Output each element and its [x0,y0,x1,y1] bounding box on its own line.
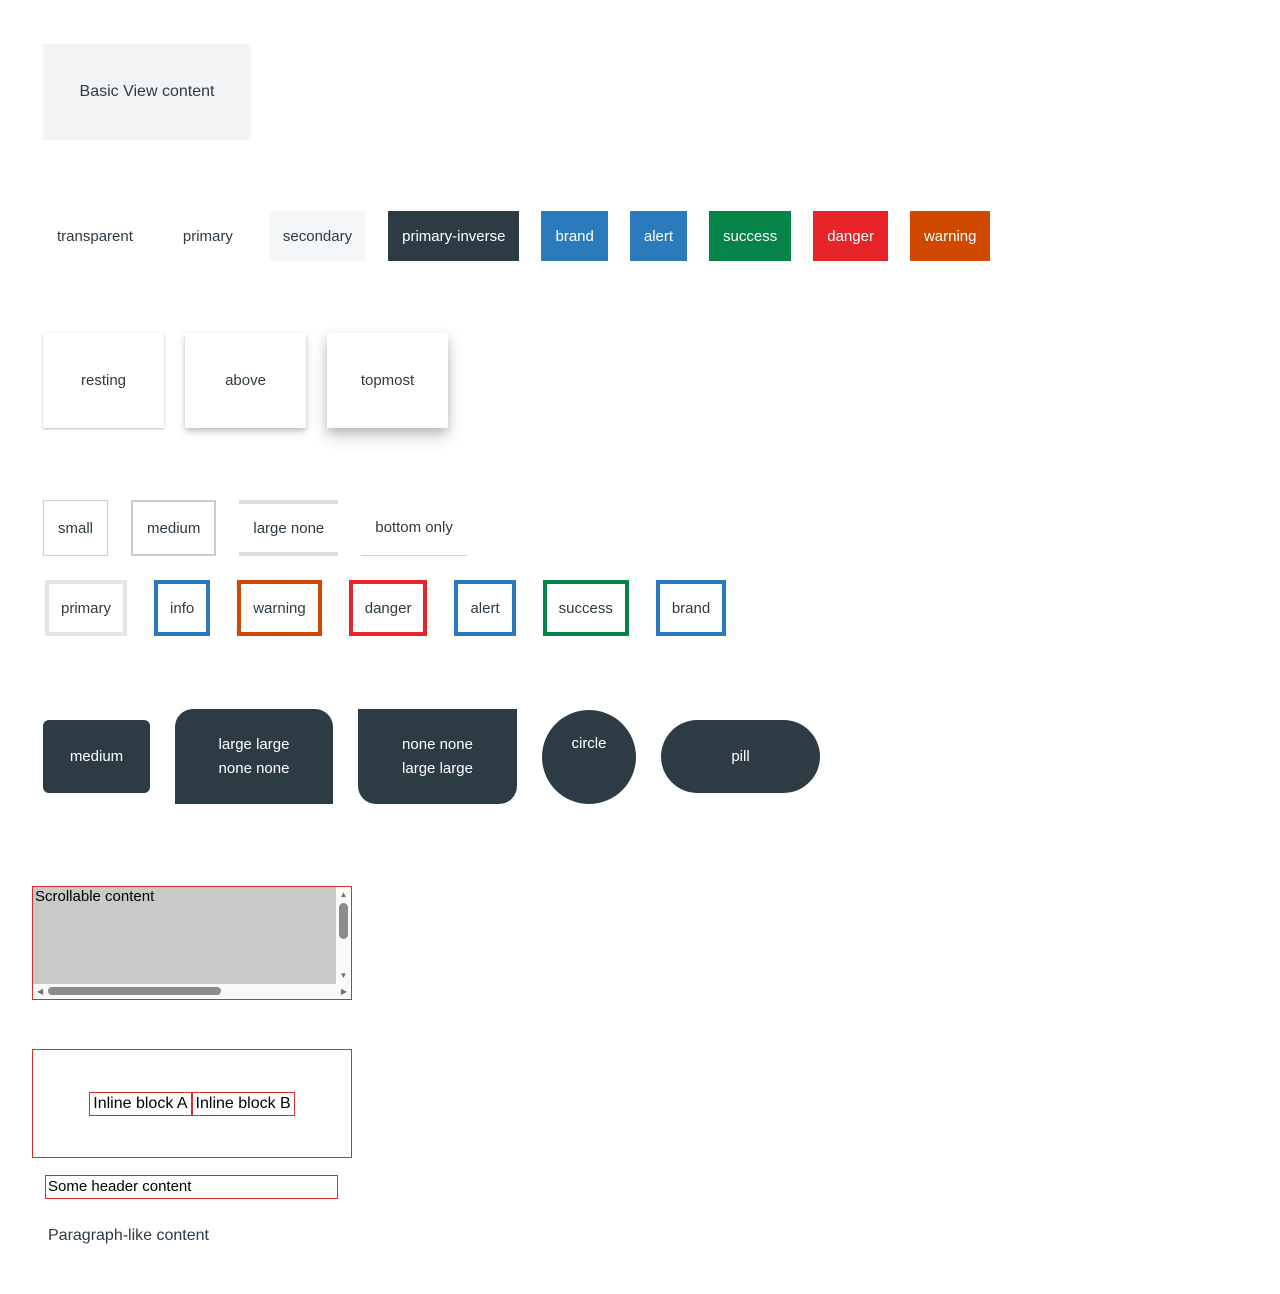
border-box-bottom-only: bottom only [361,500,467,556]
scroll-down-icon[interactable]: ▼ [339,971,348,980]
border-box-large-none: large none [239,500,339,556]
swatch-label: primary [182,227,233,245]
border-color-warning: warning [237,580,322,636]
swatch-label: transparent [57,227,133,245]
radius-label: large large none none [218,735,290,777]
swatch-warning: warning [909,211,991,261]
border-color-alert: alert [454,580,516,636]
border-radius-row: medium large large none none none none l… [43,709,820,804]
radius-label: none none large large [402,735,473,777]
border-color-danger: danger [348,580,428,636]
swatch-success: success [709,211,792,261]
scroll-main: Scrollable content ▲ ▼ [33,887,351,984]
header-content-label: Some header content [48,1178,192,1195]
border-label: bottom only [375,519,453,536]
vertical-scrollbar[interactable]: ▲ ▼ [336,887,351,984]
border-label: medium [147,519,201,537]
shadow-box-above: above [185,333,306,428]
scrollable-view: Scrollable content ▲ ▼ ◀ ▶ [32,886,352,1000]
swatch-label: success [723,227,778,245]
swatch-label: primary-inverse [402,227,506,245]
radius-label: medium [69,747,124,765]
shadow-row: resting above topmost [43,333,448,428]
inline-block-b: Inline block B [191,1091,295,1116]
scroll-content-area[interactable]: Scrollable content [33,887,336,984]
border-color-brand: brand [655,580,727,636]
border-label: large none [253,519,325,537]
radius-label: pill [731,747,750,765]
radius-box-circle: circle [542,709,636,804]
shadow-box-resting: resting [43,333,164,428]
swatch-brand: brand [541,211,608,261]
border-box-medium: medium [131,500,217,556]
header-content-box: Some header content [45,1175,338,1199]
border-color-label: warning [253,599,306,617]
swatch-transparent: transparent [43,211,147,261]
scroll-up-icon[interactable]: ▲ [339,890,348,899]
radius-box-medium: medium [43,720,150,793]
shadow-label: above [225,372,266,389]
border-color-label: success [558,599,613,617]
horizontal-scrollbar[interactable]: ◀ ▶ [33,984,351,999]
paragraph-label: Paragraph-like content [48,1227,209,1244]
border-color-label: brand [671,599,711,617]
shadow-label: topmost [360,372,415,389]
inline-block-b-label: Inline block B [195,1094,291,1112]
scroll-left-icon[interactable]: ◀ [37,987,44,996]
scroll-content-label: Scrollable content [35,888,155,905]
swatch-label: secondary [282,227,353,245]
radius-box-bottom-corners: none none large large [358,709,517,804]
border-color-row: primary info warning danger alert succes… [45,580,727,636]
paragraph-text: Paragraph-like content [48,1227,209,1245]
horizontal-scrollbar-thumb[interactable] [48,987,221,995]
swatch-primary: primary [168,211,247,261]
inline-block-a: Inline block A [89,1091,192,1116]
radius-label: circle [571,734,607,752]
swatch-alert: alert [629,211,688,261]
shadow-label: resting [80,372,127,389]
swatch-label: alert [643,227,674,245]
border-width-row: small medium large none bottom only [43,500,467,556]
swatch-secondary: secondary [268,211,367,261]
swatch-label: brand [555,227,594,245]
border-color-label: primary [61,599,112,617]
border-color-label: danger [364,599,412,617]
basic-view-box: Basic View content [43,44,251,140]
border-color-primary: primary [45,580,128,636]
border-color-success: success [542,580,629,636]
border-label: small [58,519,94,537]
swatch-danger: danger [813,211,888,261]
shadow-box-topmost: topmost [327,333,448,428]
radius-box-top-corners: large large none none [175,709,333,804]
inline-block-container: Inline block A Inline block B [32,1049,352,1158]
swatch-label: danger [827,227,874,245]
background-swatch-row: transparent primary secondary primary-in… [43,211,991,261]
border-box-small: small [43,500,109,556]
swatch-label: warning [923,227,977,245]
vertical-scrollbar-thumb[interactable] [339,903,348,939]
basic-view-label: Basic View content [79,83,215,100]
border-color-info: info [154,580,211,636]
inline-block-a-label: Inline block A [93,1094,188,1112]
swatch-primary-inverse: primary-inverse [388,211,520,261]
border-color-label: alert [470,599,500,617]
radius-box-pill: pill [661,720,820,793]
scroll-right-icon[interactable]: ▶ [340,987,347,996]
border-color-label: info [170,599,195,617]
